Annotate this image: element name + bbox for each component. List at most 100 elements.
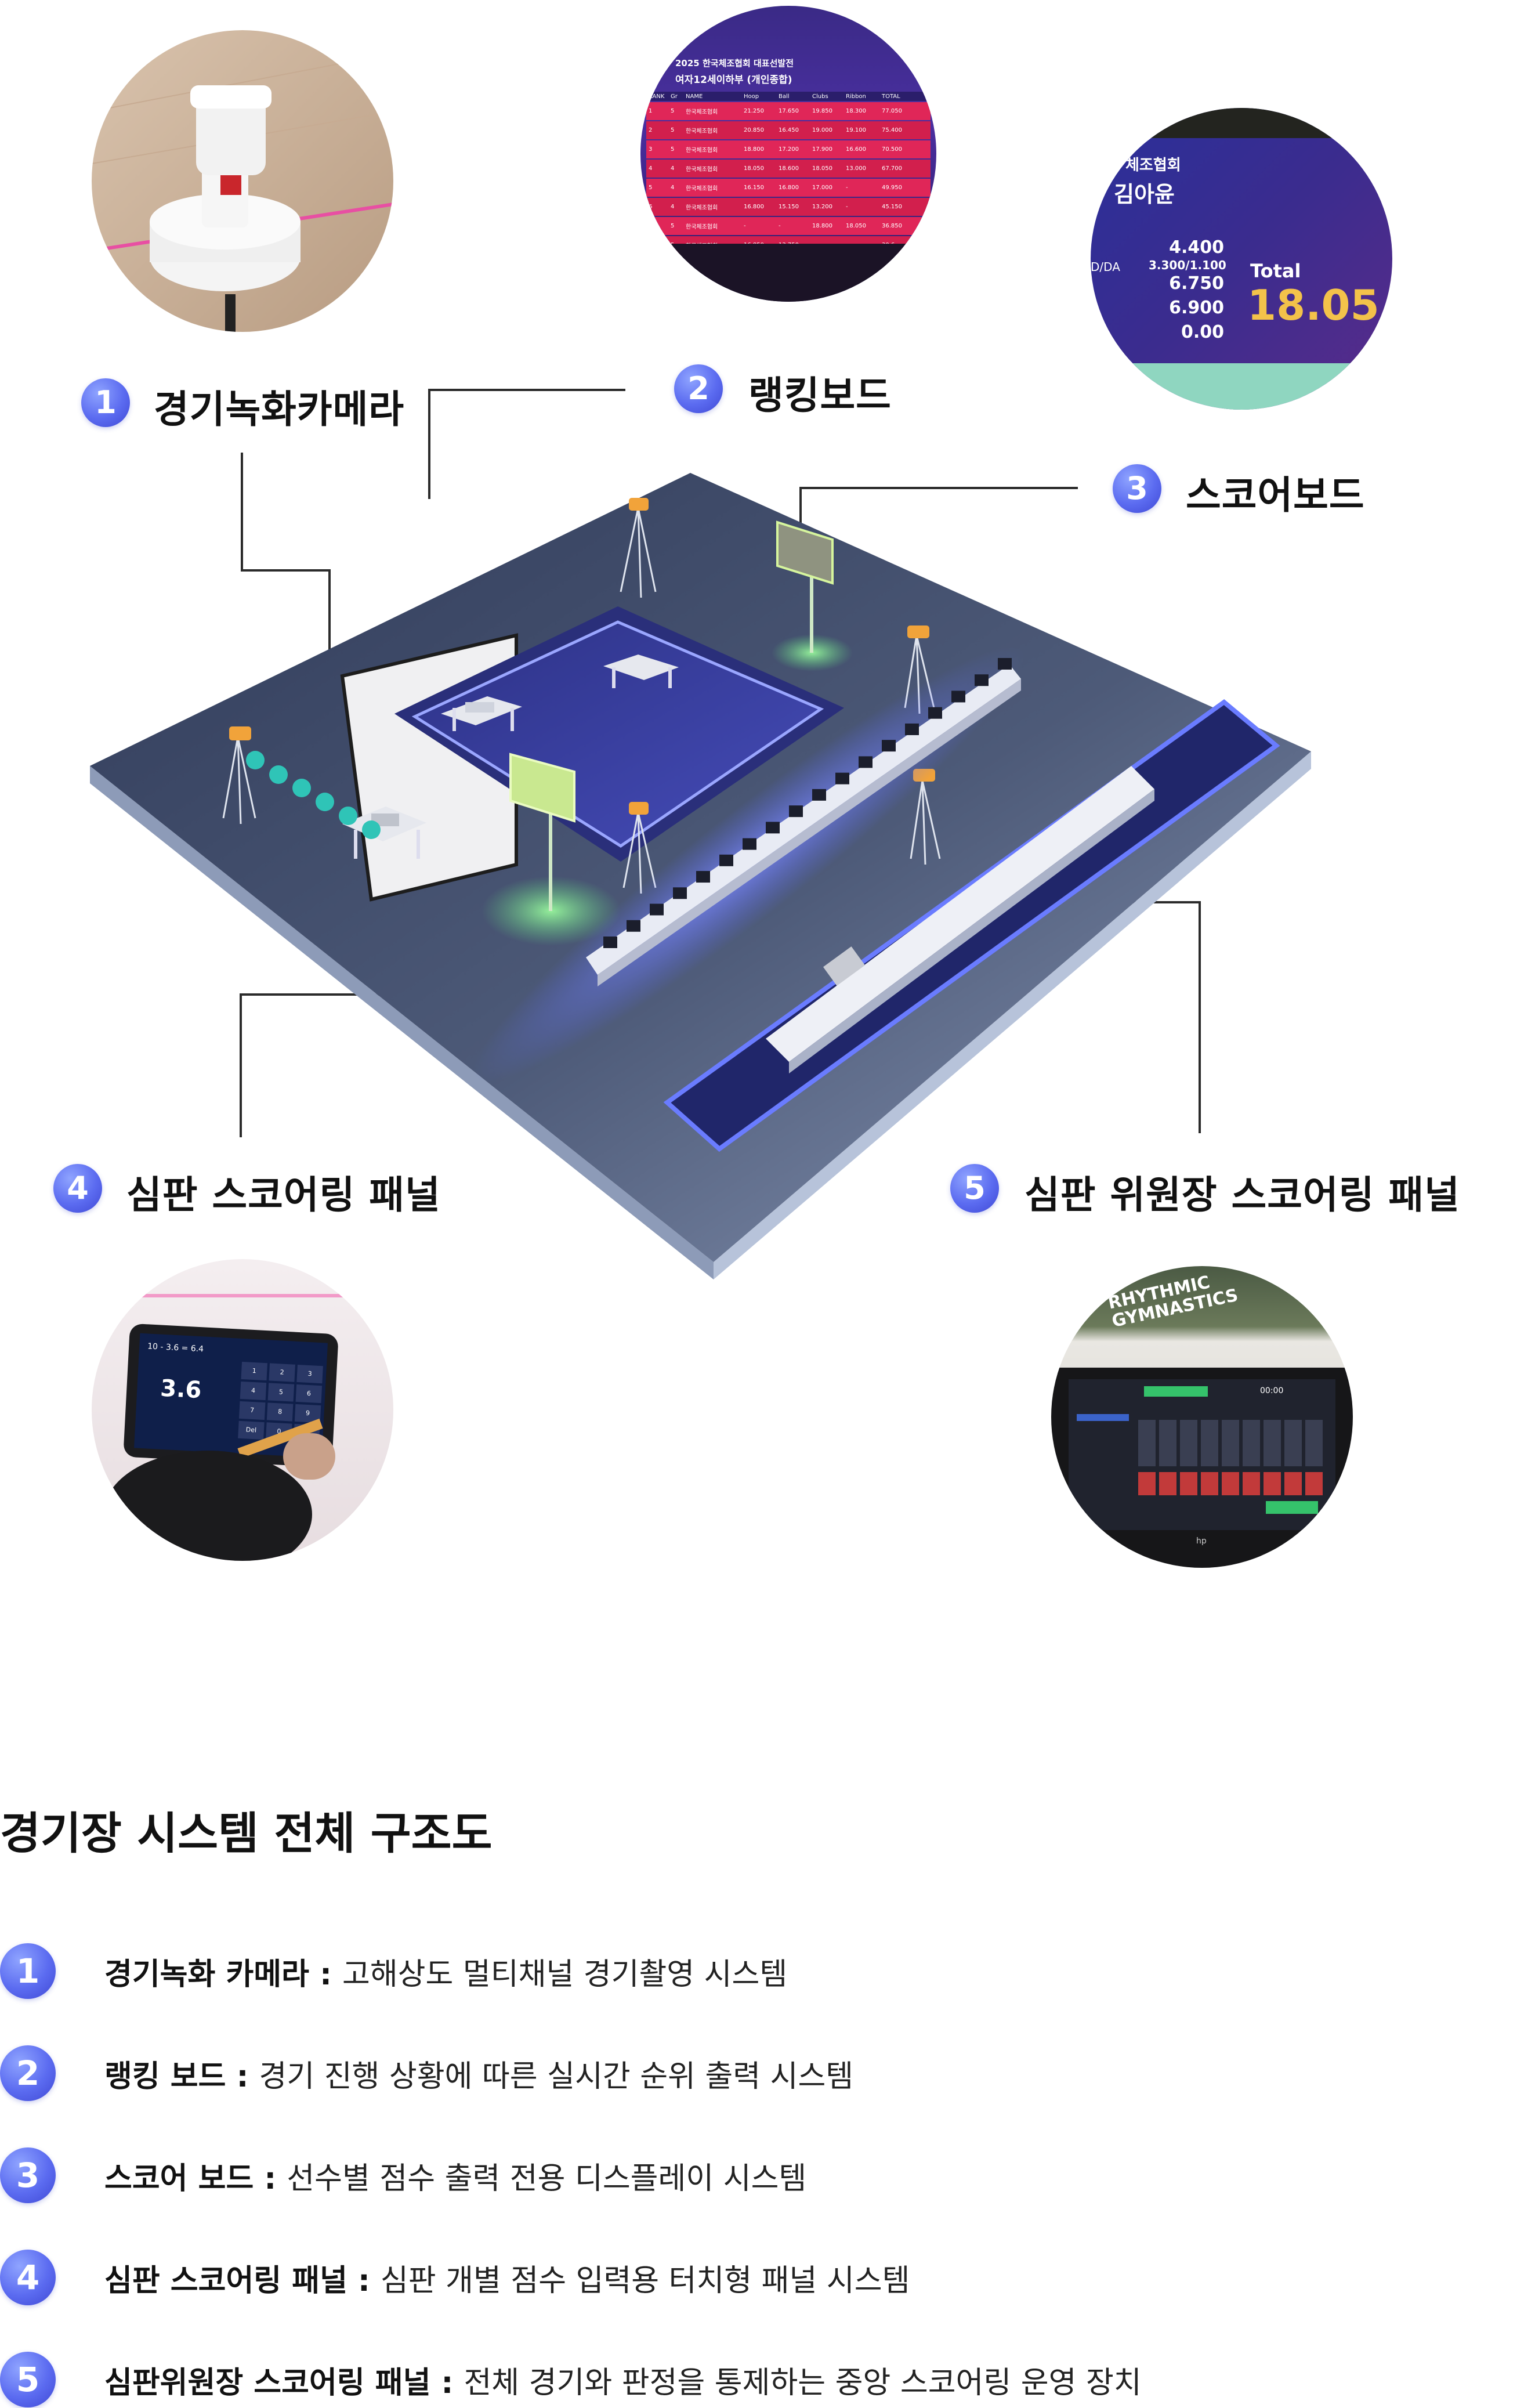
legend-text: 심판 스코어링 패널 : 심판 개별 점수 입력용 터치형 패널 시스템 — [104, 2256, 910, 2299]
tablet-key: 3 — [296, 1364, 323, 1384]
tripod-camera — [222, 507, 941, 894]
judge-tablet — [743, 838, 756, 850]
judge-tablet — [789, 805, 803, 818]
ranking-cell: 19.850 — [812, 108, 832, 114]
leader-line-judge — [240, 993, 242, 1137]
legend-name: 심판 스코어링 패널 — [104, 2264, 347, 2298]
section-title: 경기장 시스템 전체 구조도 — [0, 1807, 493, 1859]
judge-tablet — [835, 772, 849, 784]
arena-diagram — [90, 473, 1311, 1279]
ranking-cell: 16.800 — [744, 204, 764, 210]
ranking-cell: 16.800 — [779, 185, 799, 191]
tablet-key: 7 — [238, 1401, 266, 1420]
tablet-equation: 10 - 3.6 = 6.4 — [147, 1342, 204, 1354]
legend-text: 스코어 보드 : 선수별 점수 출력 전용 디스플레이 시스템 — [104, 2154, 806, 2197]
ranking-cell: 5 — [671, 223, 675, 229]
ranking-cell: 17.650 — [779, 108, 799, 114]
legend-badge: 1 — [0, 1943, 56, 1999]
leader-line-ranking — [428, 389, 430, 499]
ranking-cell: 20.850 — [744, 127, 764, 133]
ranking-cell: 4 — [649, 165, 653, 172]
legend-badge: 3 — [0, 2147, 56, 2203]
tablet-key: 1 — [241, 1361, 268, 1381]
leader-line-ranking — [428, 389, 625, 391]
leader-line-camera — [241, 453, 243, 572]
ranking-header-cell: Ribbon — [846, 93, 866, 100]
ranking-cell: 13.000 — [846, 165, 866, 172]
ranking-cell: 21.250 — [744, 108, 764, 114]
ranking-cell: 16.450 — [779, 127, 799, 133]
scoreboard-stand-front — [509, 753, 575, 823]
ranking-cell: 1 — [649, 108, 653, 114]
judge-tablet — [603, 937, 617, 948]
score-total-label: Total — [1250, 260, 1301, 282]
ranking-cell: 19.000 — [812, 127, 832, 133]
score-value: 3.300/1.100 — [1149, 258, 1226, 272]
ranking-cell: 18.600 — [779, 165, 799, 172]
ranking-cell: 18.050 — [744, 165, 764, 172]
callout-badge-1: 1 — [81, 378, 130, 427]
judge-tablet — [719, 854, 733, 866]
ranking-cell: 4 — [671, 185, 675, 191]
ranking-header-cell: Gr — [671, 93, 678, 100]
tablet-key: 2 — [269, 1363, 295, 1382]
score-athlete-name: 김아윤 — [1114, 182, 1175, 207]
legend-item: 3 스코어 보드 : 선수별 점수 출력 전용 디스플레이 시스템 — [0, 2140, 1508, 2204]
monitor-brand: hp — [1196, 1536, 1207, 1546]
ranking-cell: 한국체조협회 — [686, 205, 718, 211]
ranking-cell: 19.100 — [846, 127, 866, 133]
ranking-cell: 16.150 — [744, 185, 764, 191]
ranking-title-line1: 2025 한국체조협회 대표선발전 — [675, 58, 794, 68]
callout-label-judge-panel: 심판 스코어링 패널 — [126, 1173, 441, 1217]
ranking-cell: 36.850 — [882, 223, 902, 229]
callout-badge-5: 5 — [950, 1164, 999, 1213]
judge-tablet — [650, 903, 664, 916]
ranking-cell: 한국체조협회 — [686, 186, 718, 192]
ranking-cell: 5 — [671, 127, 675, 133]
tablet-key: 8 — [266, 1402, 294, 1422]
judge-tablet — [928, 707, 942, 719]
ranking-cell: 18.050 — [846, 223, 866, 229]
ranking-header-cell: TOTAL — [882, 93, 900, 100]
judge-tablet — [766, 822, 780, 834]
tablet-key: 5 — [267, 1383, 295, 1402]
legend-separator: : — [309, 1957, 342, 1992]
legend-name: 랭킹 보드 — [104, 2059, 226, 2094]
ranking-cell: 2 — [649, 127, 653, 133]
callout-badge-2: 2 — [674, 364, 723, 413]
callout-badge-3: 3 — [1113, 464, 1161, 513]
judge-tablet — [998, 658, 1012, 670]
judge-tablet — [627, 920, 640, 932]
leader-line-camera — [241, 569, 331, 572]
legend-name: 스코어 보드 — [104, 2161, 254, 2196]
score-board-photo: 체조협회 김아윤 D/DA 4.400 3.300/1.100 6.750 6.… — [1091, 108, 1392, 410]
score-org-text: 체조협회 — [1125, 157, 1181, 174]
ranking-header-cell: NAME — [686, 93, 703, 100]
ranking-header-cell: Ball — [779, 93, 790, 100]
ranking-cell: 45.150 — [882, 204, 902, 210]
legend-text: 경기녹화 카메라 : 고해상도 멀티채널 경기촬영 시스템 — [104, 1950, 787, 1993]
ranking-cell: 5 — [649, 185, 653, 191]
ranking-cell: 한국체조협회 — [686, 147, 718, 154]
score-total-value: 18.05 — [1247, 281, 1380, 330]
legend-item: 1 경기녹화 카메라 : 고해상도 멀티채널 경기촬영 시스템 — [0, 1936, 1508, 2000]
legend-desc: 고해상도 멀티채널 경기촬영 시스템 — [342, 1957, 788, 1992]
ranking-header-cell: RANK — [649, 93, 665, 100]
legend-name: 심판위원장 스코어링 패널 — [104, 2366, 431, 2400]
ranking-cell: 77.050 — [882, 108, 902, 114]
ranking-cell: 4 — [671, 204, 675, 210]
callout-badge-4: 4 — [53, 1164, 102, 1213]
legend-separator: : — [430, 2366, 464, 2400]
ranking-cell: 3 — [649, 146, 653, 153]
judge-tablet — [951, 690, 965, 703]
ranking-cell: - — [779, 223, 781, 229]
